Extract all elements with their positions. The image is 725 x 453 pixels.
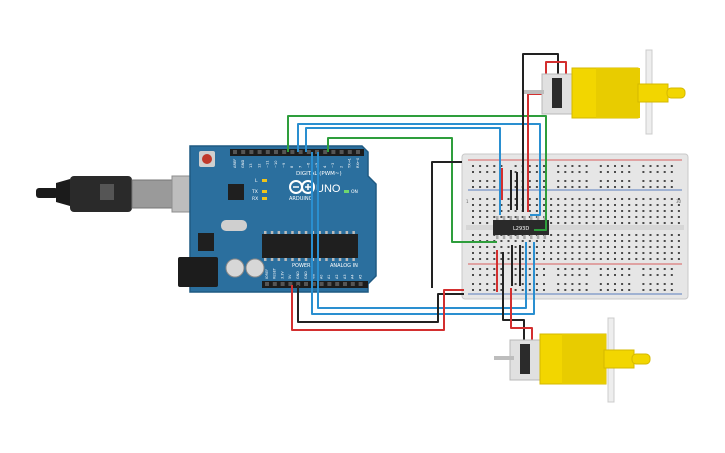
svg-text:ON: ON — [351, 189, 358, 195]
digital-pin-14[interactable] — [347, 150, 352, 154]
voltage-regulator — [198, 233, 214, 251]
digital-pin-label: ~11 — [266, 160, 270, 168]
digital-pin-label: RX←0 — [356, 157, 360, 168]
wire-blue-pin3[interactable] — [311, 152, 535, 315]
wire-black-gnd-top[interactable] — [431, 161, 462, 288]
digital-pin-15[interactable] — [356, 150, 360, 154]
digital-pin-2[interactable] — [249, 150, 254, 154]
digital-pin-label: 4 — [323, 165, 327, 168]
svg-text:L: L — [255, 178, 258, 184]
digital-pin-label: ~6 — [307, 162, 311, 168]
digital-pin-label: ~9 — [282, 162, 286, 168]
dc-motor-bottom[interactable] — [494, 317, 651, 403]
wire-blue-pin4[interactable] — [317, 152, 527, 309]
wire-green-pin5[interactable] — [327, 137, 497, 243]
svg-text:TX: TX — [251, 189, 258, 195]
analog-in-label: ANALOG IN — [330, 263, 358, 269]
digital-pin-label: 13 — [249, 163, 253, 168]
power-pin-9[interactable] — [335, 282, 340, 286]
chip-label: L293D — [513, 226, 529, 232]
digital-pin-label: 7 — [298, 166, 302, 168]
digital-pin-4[interactable] — [265, 150, 270, 154]
power-pin-3[interactable] — [288, 282, 293, 286]
digital-pin-label: ~10 — [274, 160, 278, 168]
digital-pin-12[interactable] — [331, 150, 336, 154]
wire-red-motor2[interactable] — [510, 288, 533, 342]
wire-black-motor1[interactable] — [522, 53, 559, 212]
power-pin-7[interactable] — [319, 282, 324, 286]
power-pin-label: A3 — [343, 275, 347, 279]
usb-cable[interactable] — [36, 175, 195, 213]
digital-pin-0[interactable] — [233, 150, 237, 154]
wire-red-5v[interactable] — [291, 285, 464, 331]
power-pin-label: A0 — [319, 275, 323, 279]
wire-black-motor2[interactable] — [502, 252, 525, 342]
arduino-logo-icon — [289, 180, 315, 194]
digital-pin-label: AREF — [233, 159, 237, 168]
power-pin-12[interactable] — [358, 282, 363, 286]
power-pin-0[interactable] — [265, 282, 269, 286]
power-pin-2[interactable] — [280, 282, 285, 286]
power-pin-label: A5 — [358, 275, 362, 279]
power-pin-label: A4 — [351, 275, 355, 279]
digital-pin-6[interactable] — [282, 150, 287, 154]
on-led: ON — [344, 189, 358, 195]
power-pin-1[interactable] — [272, 282, 277, 286]
capacitor — [245, 258, 265, 278]
digital-pin-label: TX→1 — [348, 158, 352, 169]
dc-motor-top[interactable] — [524, 49, 686, 135]
arduino-uno-board[interactable]: AREF GND 13 12 ~11 ~10 ~9 8 7 ~6 ~5 4 ~3 2 TX→1 RX←0 IO… — [178, 145, 377, 293]
digital-pin-7[interactable] — [290, 150, 295, 154]
digital-pin-label: 2 — [339, 166, 343, 168]
digital-pin-label: ~3 — [331, 163, 335, 168]
power-jack[interactable] — [178, 257, 218, 287]
power-pin-label: Vin — [312, 274, 316, 279]
power-pin-label: A2 — [335, 275, 339, 279]
capacitor — [225, 258, 245, 278]
uno-model-label: UNO — [316, 183, 341, 195]
digital-pin-13[interactable] — [339, 150, 344, 154]
digital-pin-label: ~5 — [315, 163, 319, 168]
digital-pin-1[interactable] — [241, 150, 246, 154]
atmega-chip — [262, 234, 358, 258]
power-pin-label: IOREF — [265, 269, 269, 279]
column-label-start: 1 — [466, 199, 469, 204]
power-pin-11[interactable] — [350, 282, 355, 286]
rx-led: RX — [252, 196, 267, 202]
digital-pin-9[interactable] — [306, 150, 311, 154]
digital-pin-3[interactable] — [257, 150, 262, 154]
column-label-end: 30 — [676, 199, 682, 204]
power-pin-label: 5V — [288, 274, 292, 279]
svg-text:RX: RX — [252, 196, 258, 202]
wire-green-pin10[interactable] — [287, 115, 547, 231]
digital-pin-5[interactable] — [274, 150, 278, 154]
breadboard[interactable]: 1 30 — [461, 153, 689, 300]
power-label: POWER — [292, 263, 311, 269]
digital-pin-label: 8 — [290, 165, 294, 168]
digital-pin-label: 12 — [257, 163, 261, 168]
digital-pin-8[interactable] — [298, 150, 303, 154]
wire-blue-pin7[interactable] — [305, 127, 501, 215]
power-pin-label: GND — [296, 271, 300, 279]
l-led: L — [255, 178, 267, 184]
wire-black-gnd-power[interactable] — [297, 285, 464, 323]
power-pin-label: GND — [304, 271, 308, 279]
digital-header[interactable] — [230, 149, 364, 156]
l293d-driver-chip[interactable]: L293D — [493, 216, 549, 239]
power-pin-label: A1 — [327, 275, 331, 279]
digital-pin-11[interactable] — [323, 150, 328, 154]
power-pin-6[interactable] — [311, 282, 316, 286]
wire-blue-pin9[interactable] — [297, 123, 541, 216]
tx-led: TX — [251, 189, 267, 195]
power-pin-5[interactable] — [304, 282, 308, 286]
power-pin-4[interactable] — [296, 282, 301, 286]
power-pin-8[interactable] — [327, 282, 332, 286]
power-pin-label: RESET — [273, 267, 277, 279]
power-pin-label: 3.3V — [280, 271, 284, 279]
crystal-oscillator — [221, 220, 247, 231]
digital-pin-label: GND — [241, 160, 245, 168]
arduino-brand-label: ARDUINO — [289, 196, 313, 202]
power-pin-10[interactable] — [343, 282, 347, 286]
